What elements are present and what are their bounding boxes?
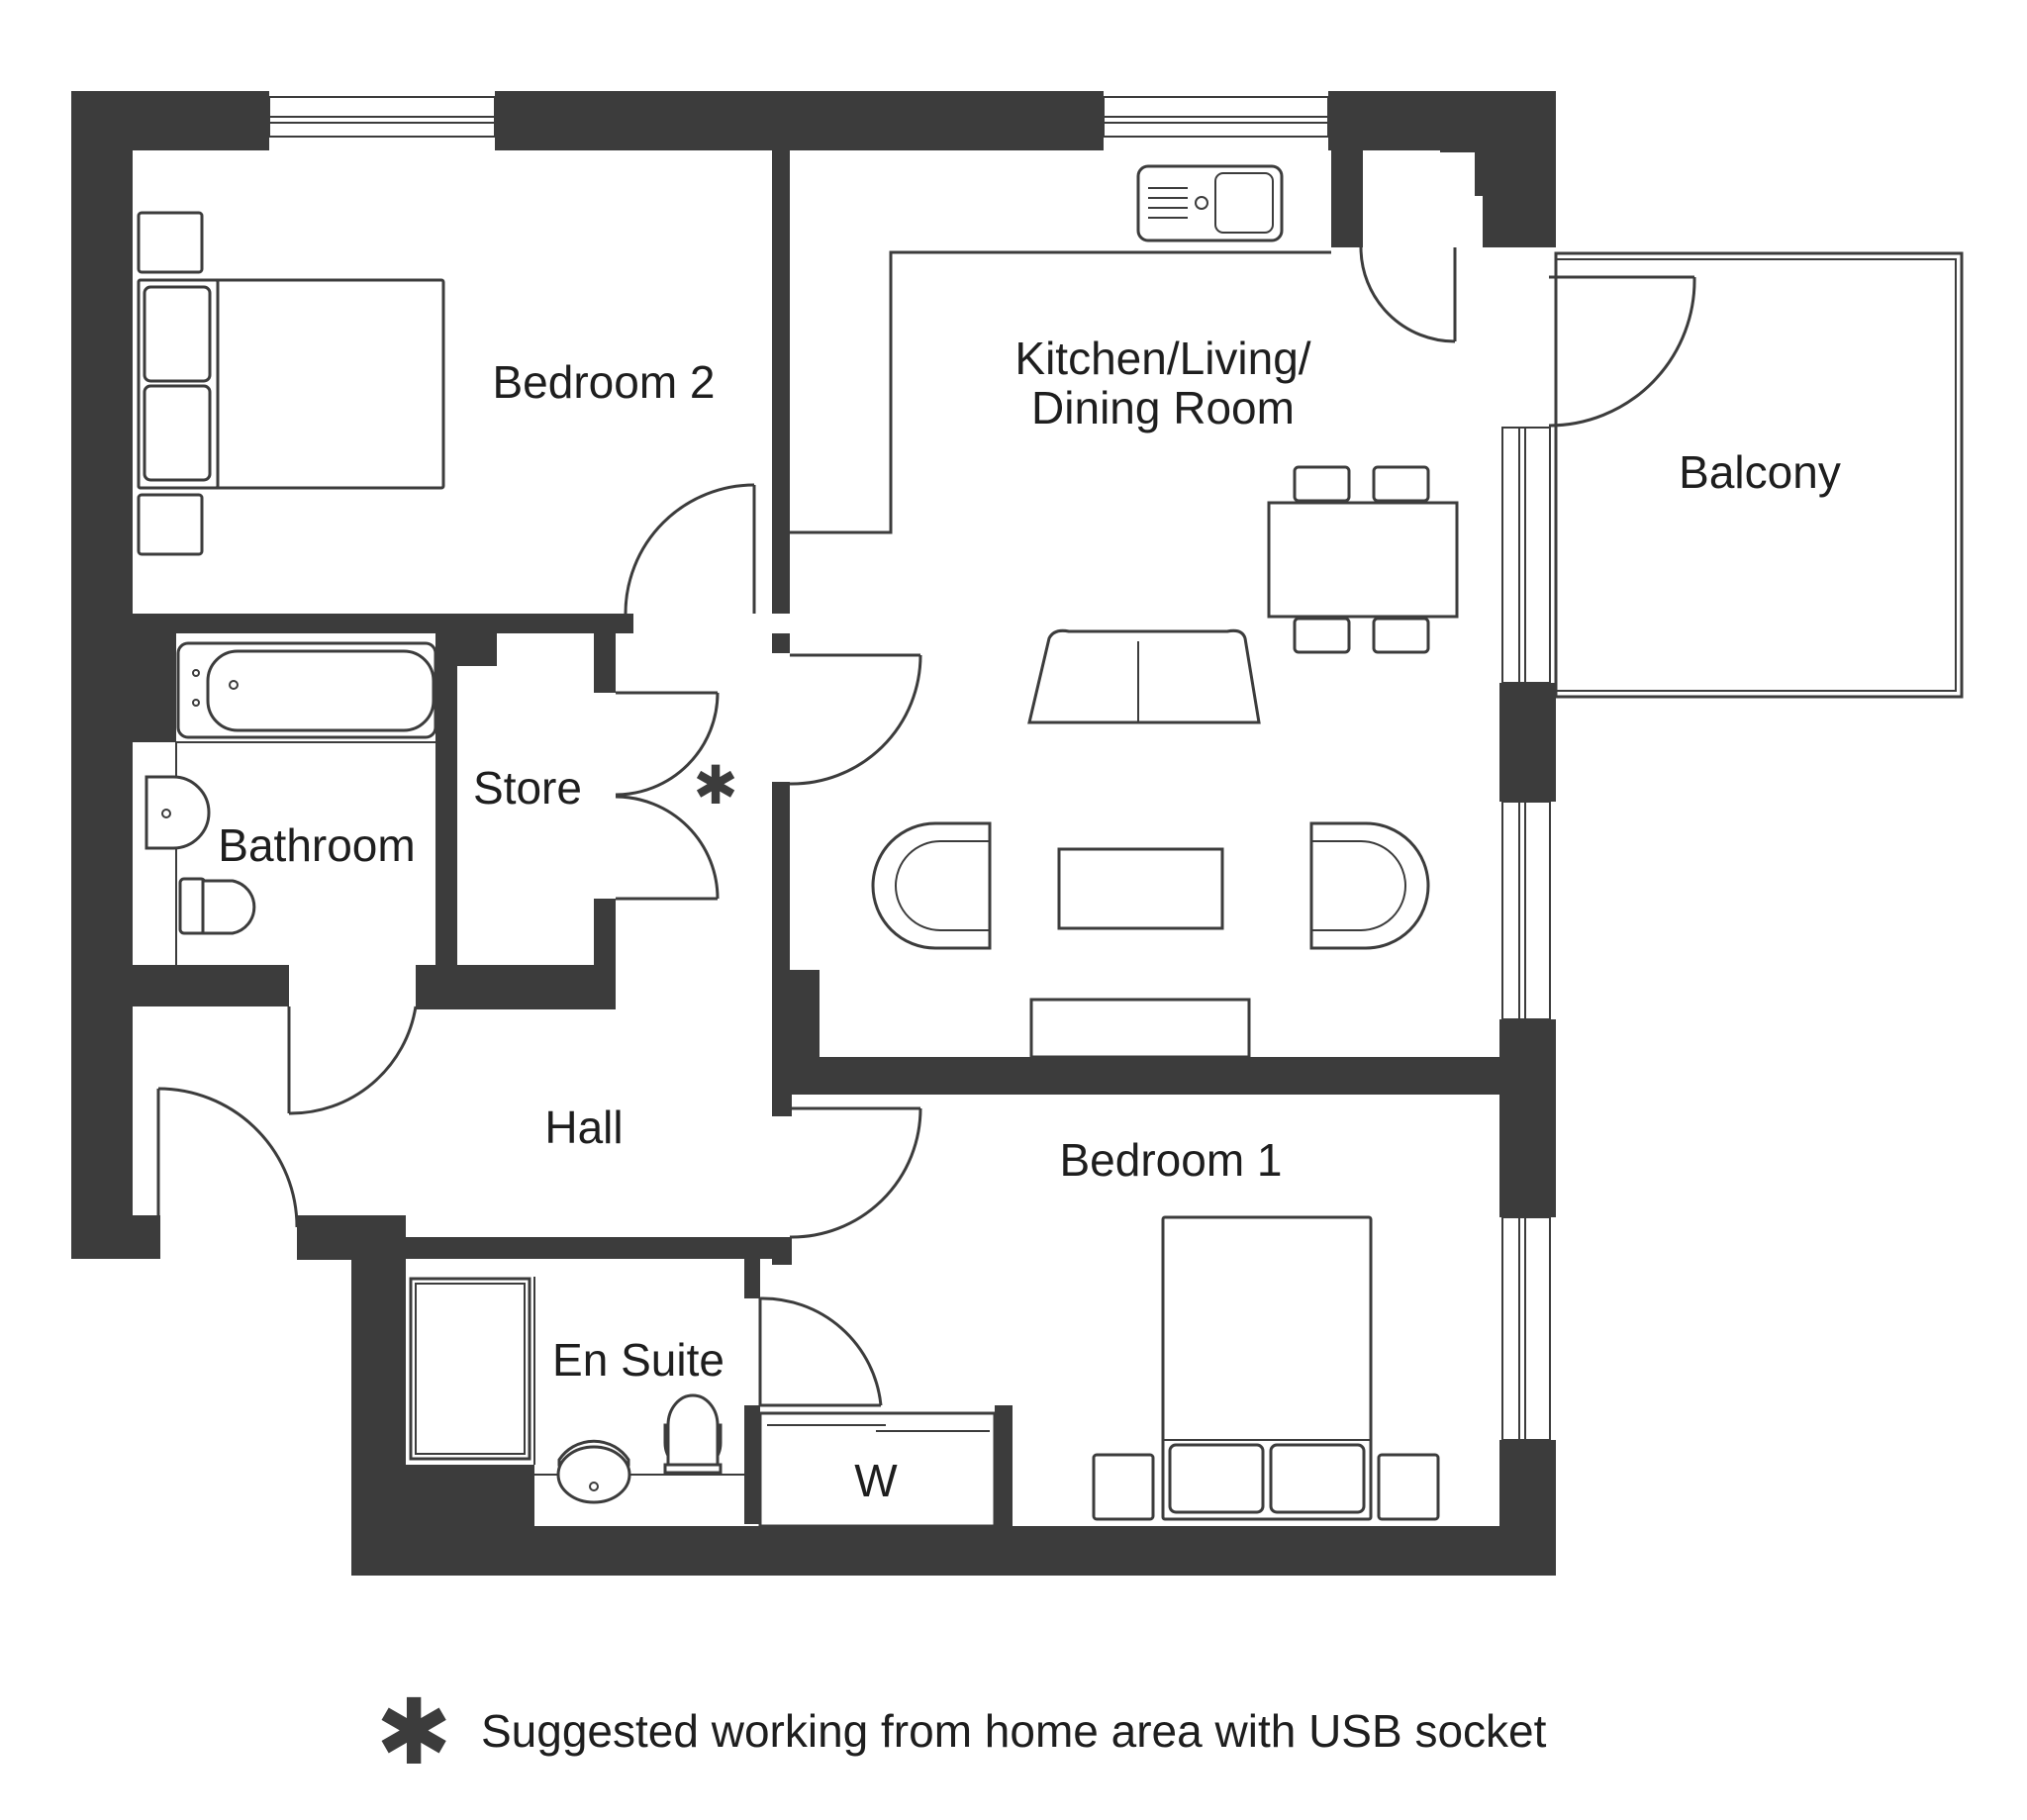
label-wardrobe: W (854, 1455, 898, 1506)
label-balcony: Balcony (1679, 446, 1841, 498)
label-en-suite: En Suite (552, 1334, 724, 1386)
doors (156, 246, 1696, 1407)
room-labels: Bedroom 2 Kitchen/Living/ Dining Room Ba… (218, 333, 1841, 1506)
label-kitchen-line1: Kitchen/Living/ (1014, 333, 1310, 384)
bathroom-furniture (145, 641, 437, 965)
label-store: Store (473, 762, 582, 814)
bedroom-1-furniture (1092, 1215, 1440, 1521)
en-suite-furniture (409, 1277, 744, 1504)
bedroom-2-furniture (137, 211, 445, 556)
balcony (1554, 251, 1964, 699)
asterisk-icon: ✱ (375, 1679, 451, 1785)
label-kitchen-line2: Dining Room (1031, 382, 1295, 433)
label-bedroom-1: Bedroom 1 (1059, 1134, 1282, 1186)
wfh-marker-icon: ✱ (693, 754, 737, 816)
walls (71, 91, 1556, 1576)
kitchen-furniture (790, 164, 1459, 1059)
label-bathroom: Bathroom (218, 819, 415, 871)
label-bedroom-2: Bedroom 2 (492, 356, 715, 408)
legend-text: Suggested working from home area with US… (481, 1705, 1547, 1757)
legend: ✱ Suggested working from home area with … (375, 1679, 1546, 1785)
label-hall: Hall (544, 1102, 623, 1153)
windows (268, 96, 1551, 1441)
wardrobe (758, 1411, 997, 1528)
